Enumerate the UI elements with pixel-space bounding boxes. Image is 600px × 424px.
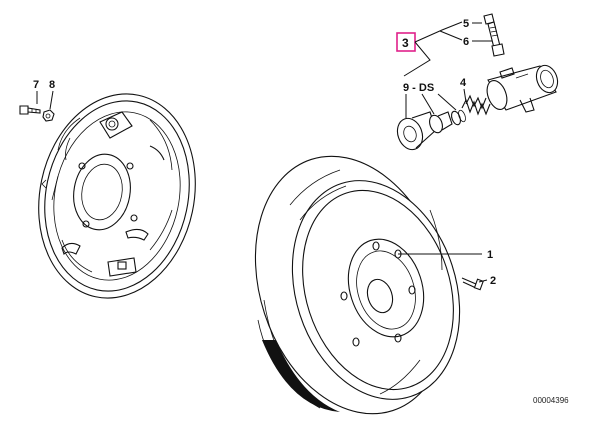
nut-part-8[interactable] — [42, 109, 55, 122]
callout-7: 7 — [33, 79, 39, 91]
callout-5: 5 — [463, 18, 469, 30]
repair-kit-parts[interactable] — [393, 109, 467, 153]
callout-1: 1 — [487, 249, 493, 261]
callout-2: 2 — [490, 275, 496, 287]
document-number: 00004396 — [533, 396, 569, 405]
callout-6: 6 — [463, 36, 469, 48]
brake-drum[interactable] — [224, 131, 487, 424]
callout-3: 3 — [402, 36, 409, 50]
bolt-part-7[interactable] — [19, 105, 41, 115]
wheel-cylinder-body[interactable] — [483, 62, 561, 113]
leader-2 — [478, 279, 488, 283]
bleeder-valve[interactable] — [483, 13, 505, 57]
callout-9: 9 - DS — [403, 82, 434, 94]
callout-8: 8 — [49, 79, 55, 91]
spring-part-4[interactable] — [461, 94, 491, 116]
screw-part-2[interactable] — [461, 277, 484, 291]
callout-4: 4 — [460, 77, 467, 89]
brake-backing-plate[interactable] — [20, 79, 213, 313]
leader-3-top — [414, 21, 463, 43]
